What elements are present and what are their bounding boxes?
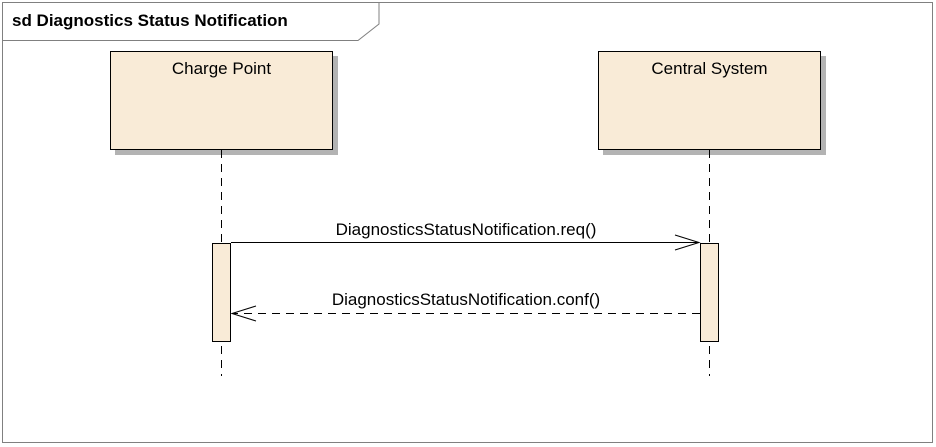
open-arrowhead-icon	[674, 234, 701, 251]
frame-title: sd Diagnostics Status Notification	[12, 11, 288, 30]
lifeline-head-box[interactable]	[110, 51, 333, 150]
message-response[interactable]: DiagnosticsStatusNotification.conf()	[230, 290, 700, 322]
lifeline-label: Central System	[651, 59, 767, 78]
lifeline-label: Charge Point	[172, 59, 272, 78]
message-label: DiagnosticsStatusNotification.req()	[336, 220, 597, 239]
message-label: DiagnosticsStatusNotification.conf()	[332, 290, 600, 309]
message-request[interactable]: DiagnosticsStatusNotification.req()	[231, 220, 701, 251]
frame-title-tab	[2, 2, 380, 41]
activation-bar-charge-point[interactable]	[212, 243, 231, 342]
lifeline-head-box[interactable]	[598, 51, 821, 150]
activation-bar-central-system[interactable]	[700, 243, 719, 342]
open-arrowhead-icon	[230, 305, 257, 322]
lifeline-central-system[interactable]: Central System	[598, 51, 827, 156]
lifeline-charge-point[interactable]: Charge Point	[110, 51, 339, 156]
